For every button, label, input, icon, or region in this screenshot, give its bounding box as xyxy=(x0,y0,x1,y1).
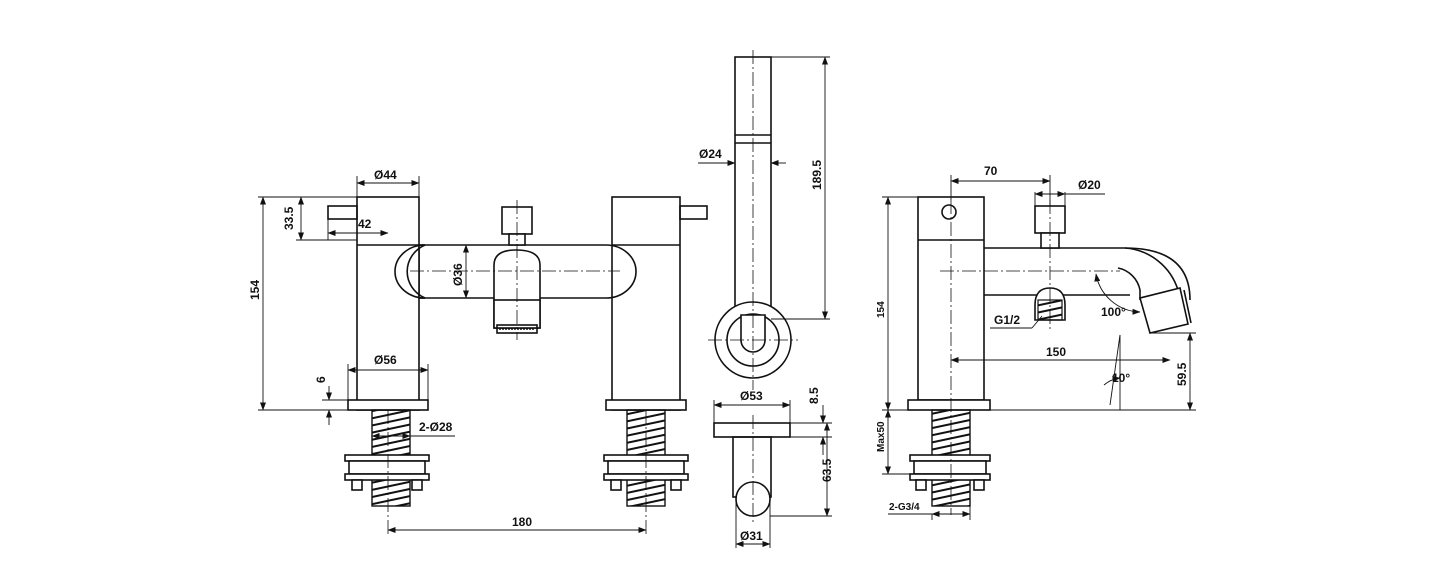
label-d53: Ø53 xyxy=(740,389,763,403)
label-g12: G1/2 xyxy=(994,313,1020,327)
label-d36: Ø36 xyxy=(451,263,465,286)
label-a10: 10° xyxy=(1112,371,1130,385)
label-d59-5: 59.5 xyxy=(1175,362,1189,386)
label-a100: 100° xyxy=(1101,305,1126,319)
label-d42: 42 xyxy=(358,217,372,231)
hand-shower-view xyxy=(708,50,798,525)
label-d150: 150 xyxy=(1046,345,1066,359)
label-d31: Ø31 xyxy=(740,529,763,543)
label-g34: 2-G3/4 xyxy=(889,502,920,513)
label-d6: 6 xyxy=(314,376,328,383)
label-d33-5: 33.5 xyxy=(282,206,296,230)
front-dimensions: Ø44 154 33.5 42 Ø36 Ø56 6 2-Ø28 180 xyxy=(248,168,647,533)
label-d24: Ø24 xyxy=(699,147,722,161)
front-view xyxy=(327,196,708,535)
left-nut xyxy=(344,454,430,491)
label-d180: 180 xyxy=(512,515,532,529)
label-d2-28: 2-Ø28 xyxy=(419,420,453,434)
label-d63-5: 63.5 xyxy=(820,458,834,482)
label-d44: Ø44 xyxy=(374,168,397,182)
label-d70: 70 xyxy=(984,164,998,178)
label-d8-5: 8.5 xyxy=(807,387,821,404)
label-d20: Ø20 xyxy=(1078,178,1101,192)
hand-shower-dimensions: Ø24 189.5 Ø53 8.5 63.5 Ø31 xyxy=(698,56,834,548)
label-d154-left: 154 xyxy=(248,280,262,300)
label-d154-right: 154 xyxy=(876,301,887,318)
label-d189-5: 189.5 xyxy=(810,160,824,190)
label-max50: Max50 xyxy=(876,421,887,452)
label-d56: Ø56 xyxy=(374,353,397,367)
side-view xyxy=(907,196,1192,515)
side-dimensions: 70 Ø20 154 G1/2 100° 150 10° 59.5 xyxy=(876,164,1196,520)
side-nut xyxy=(909,454,991,491)
